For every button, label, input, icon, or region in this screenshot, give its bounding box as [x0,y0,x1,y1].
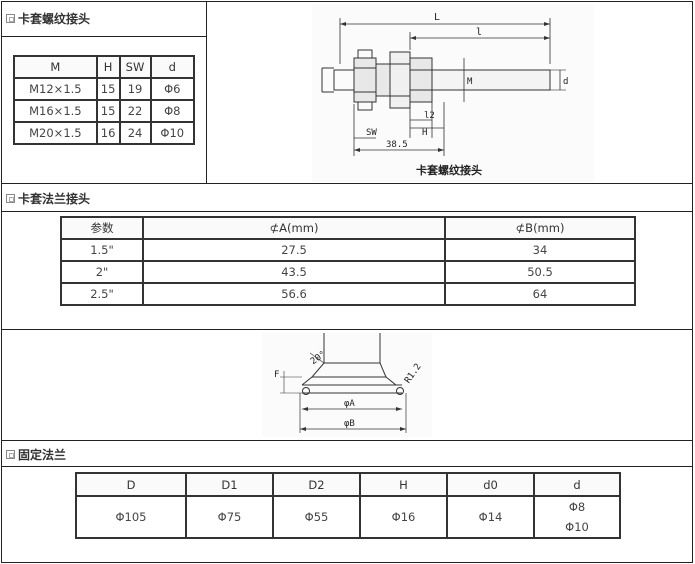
dim-SW-label: SW [366,128,377,138]
table-cell: 16 [95,121,121,145]
col-header-d: d [533,472,621,497]
dim-M-label: M [467,77,473,87]
table-cell: Φ14 [446,495,535,539]
dim-B-label: φB [344,419,355,429]
dim-L-label: L [434,12,440,23]
table-cell: Φ75 [185,495,274,539]
section1-title: 卡套螺纹接头 [18,11,91,26]
table-cell: 56.6 [142,282,446,306]
section3-header-rule [1,466,693,467]
col-header-param: 参数 [60,216,144,240]
col-header-D2: D2 [272,472,361,497]
section2-bottom-rule [1,329,693,330]
dim-F-label: F [274,370,279,380]
table-cell: 34 [444,238,636,262]
section1-header: 卡套螺纹接头 [2,4,90,32]
section2-header-rule [1,211,693,212]
col-header-b: ⊄B(mm) [444,216,636,240]
collapse-icon[interactable] [6,13,15,23]
section1-table: M H SW d M12×1.5 15 19 Φ6 M16×1.5 15 22 … [13,55,196,145]
collapse-icon[interactable] [6,449,15,459]
section1-header-rule [1,36,207,37]
drawing-caption: 卡套螺纹接头 [416,163,482,177]
flange-profile-drawing: 20° F R1.2 φA φB [262,333,432,437]
table-cell: 50.5 [444,260,636,284]
section1-divider [206,1,207,184]
table-cell-multiline: Φ8 Φ10 [533,495,621,539]
table-cell: 27.5 [142,238,446,262]
diagram2-bottom-rule [1,440,693,441]
section3-table: D D1 D2 H d0 d Φ105 Φ75 Φ55 Φ16 Φ14 Φ8 Φ… [75,472,621,539]
section3-title: 固定法兰 [18,447,67,462]
table-cell: 15 [95,77,121,101]
table-cell: 15 [95,99,121,123]
dim-A-label: φA [344,399,355,409]
col-header-d0: d0 [446,472,535,497]
cell-line: Φ8 [568,500,586,514]
col-header-sw: SW [118,55,152,79]
dim-H-label: H [422,128,427,138]
col-header-d: d [149,55,196,79]
table-cell: M12×1.5 [13,77,98,101]
section2-title: 卡套法兰接头 [18,191,91,206]
threaded-connector-drawing: L l M d l2 H SW 38.5 卡套螺纹接头 [312,4,594,182]
cell-line: Φ10 [565,520,589,534]
col-header-a: ⊄A(mm) [142,216,446,240]
col-header-m: M [13,55,98,79]
section3-header: 固定法兰 [2,440,66,468]
table-cell: 24 [118,121,152,145]
table-cell: 1.5" [60,238,144,262]
section1-bottom-rule [1,183,693,184]
table-cell: 2" [60,260,144,284]
col-header-D: D [75,472,187,497]
section2-table: 参数 ⊄A(mm) ⊄B(mm) 1.5" 27.5 34 2" 43.5 50… [60,216,636,306]
table-cell: M20×1.5 [13,121,98,145]
collapse-icon[interactable] [6,193,15,203]
table-cell: Φ16 [359,495,448,539]
col-header-H: H [359,472,448,497]
dim-l-label: l [476,27,482,38]
table-cell: Φ8 [149,99,196,123]
table-cell: 64 [444,282,636,306]
dim-d-label: d [563,77,568,87]
table-cell: Φ105 [75,495,187,539]
table-cell: M16×1.5 [13,99,98,123]
table-cell: Φ6 [149,77,196,101]
dim-l2-label: l2 [424,111,435,121]
section2-header: 卡套法兰接头 [2,184,90,212]
table-cell: 22 [118,99,152,123]
col-header-D1: D1 [185,472,274,497]
table-cell: Φ55 [272,495,361,539]
table-cell: Φ10 [149,121,196,145]
dim-385-label: 38.5 [386,140,408,150]
col-header-h: H [95,55,121,79]
table-cell: 43.5 [142,260,446,284]
table-cell: 2.5" [60,282,144,306]
table-cell: 19 [118,77,152,101]
